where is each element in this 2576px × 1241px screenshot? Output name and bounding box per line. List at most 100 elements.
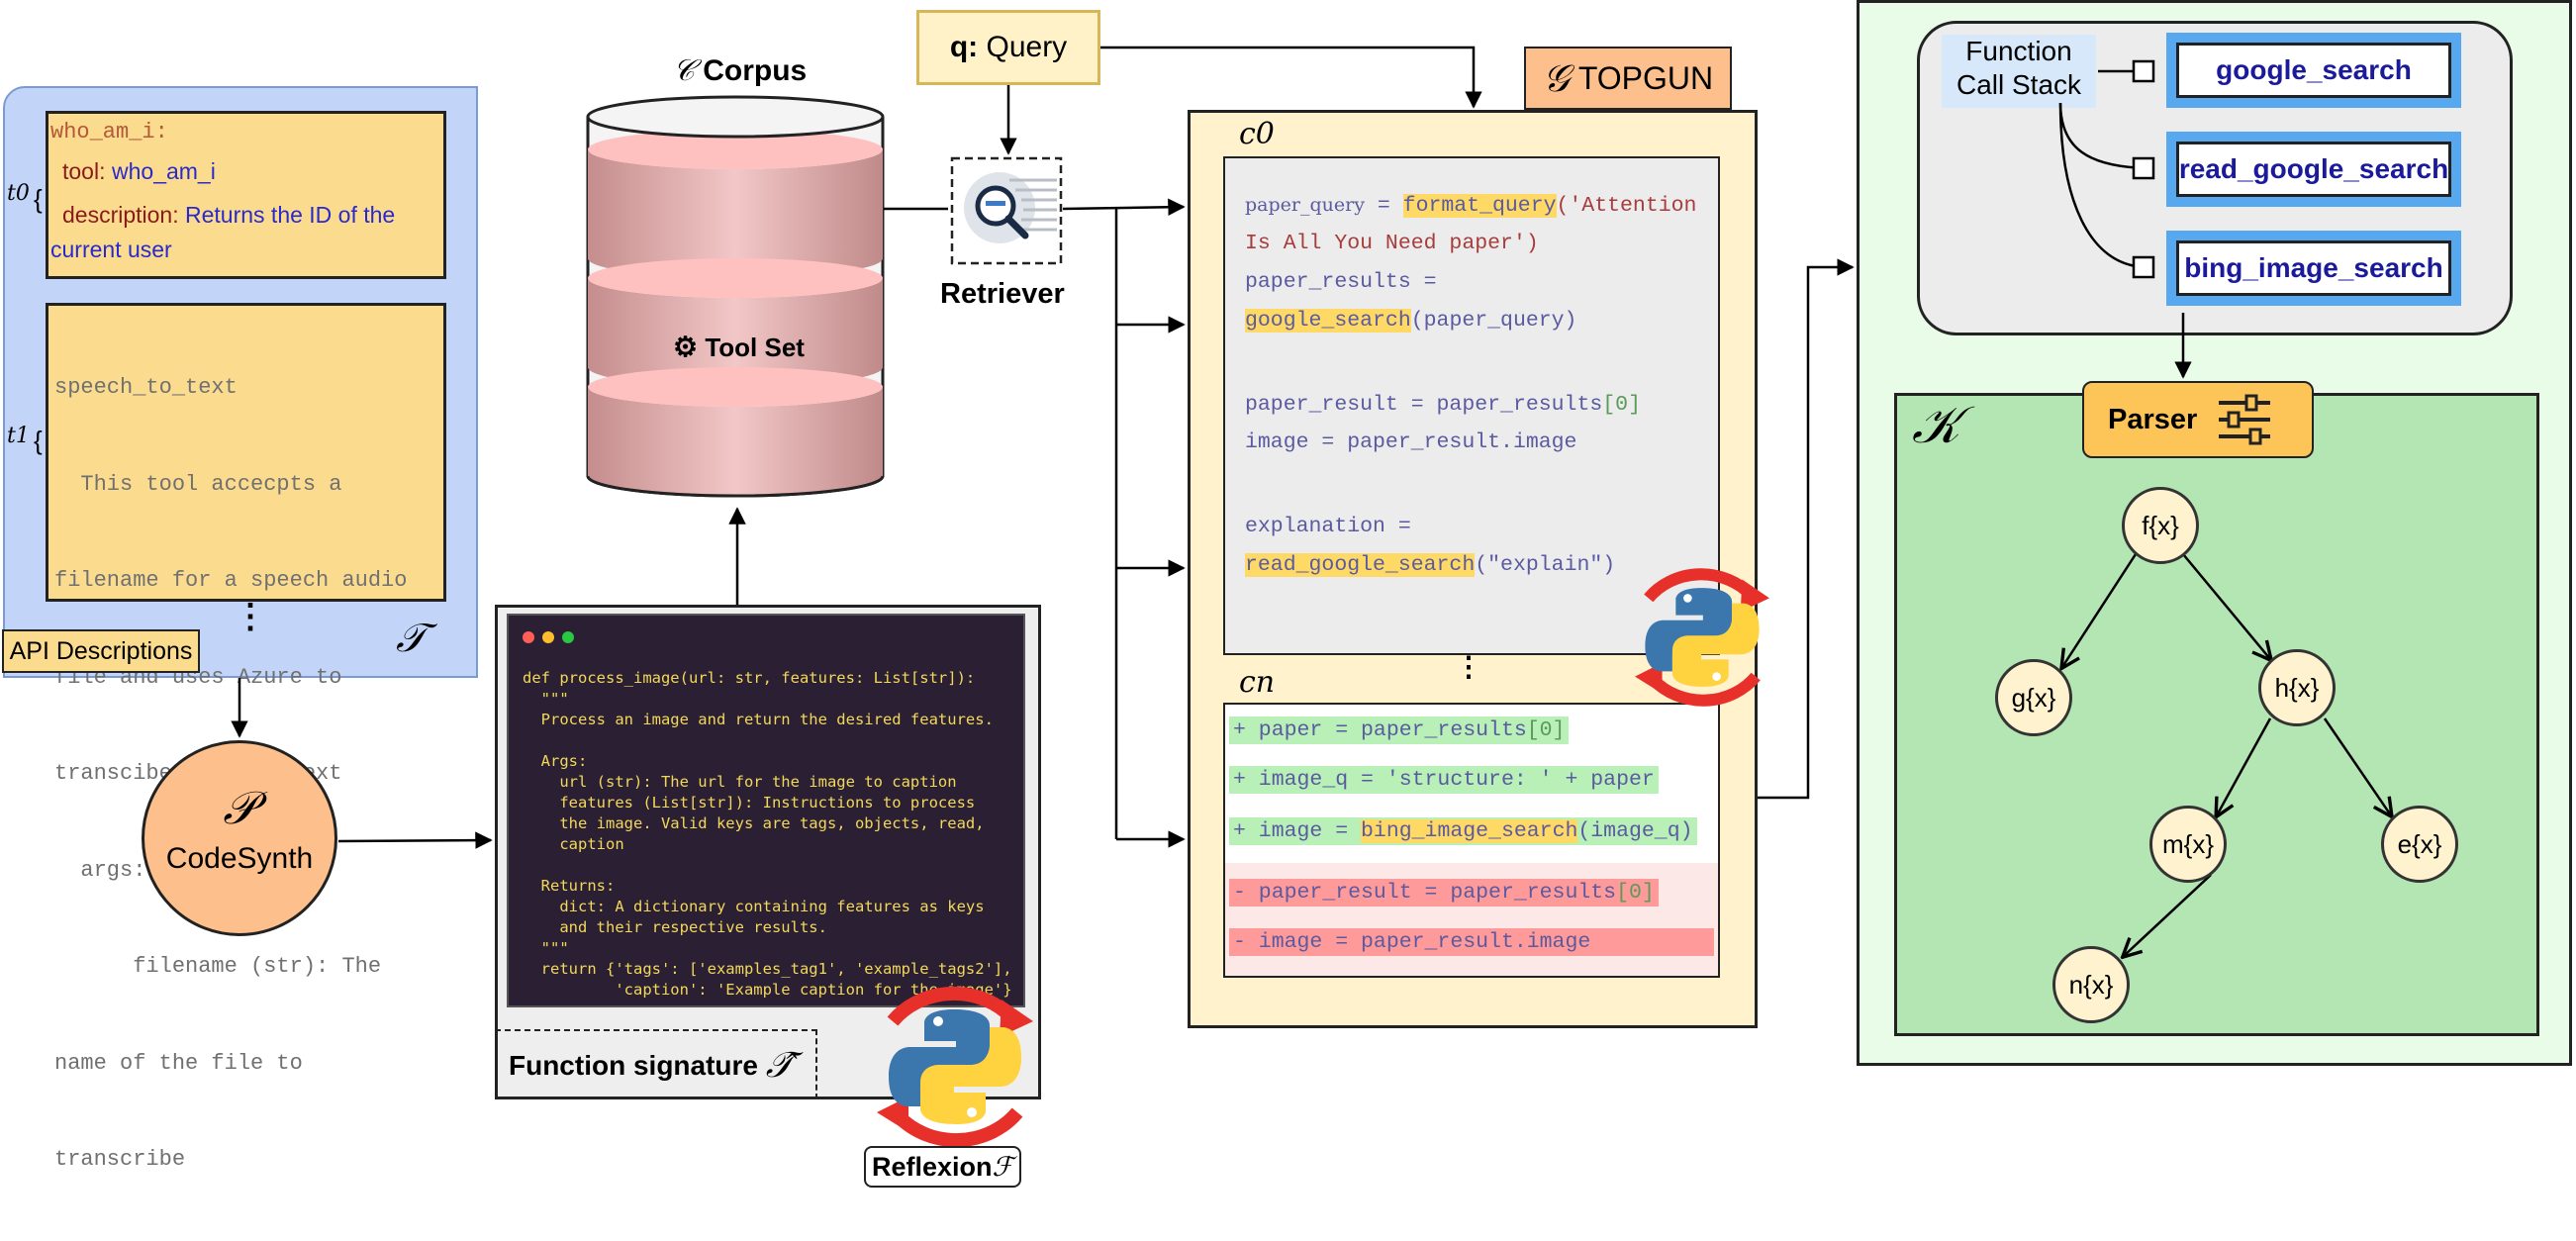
topgun-label: 𝒢 TOPGUN	[1524, 47, 1732, 110]
tree-node-n: n{x}	[2052, 946, 2130, 1023]
query-label: Query	[986, 31, 1068, 63]
retriever-icon	[950, 156, 1063, 265]
c0-l5-a: paper_result = paper_results	[1245, 393, 1603, 417]
c0-l5-b: [0]	[1602, 393, 1641, 417]
cn-diff-del-1: - paper_result = paper_results[0]	[1229, 879, 1659, 907]
topgun-text: TOPGUN	[1577, 59, 1714, 96]
stack-fn-read-google-search: read_google_search	[2166, 132, 2461, 207]
cn-d1-b: [0]	[1526, 718, 1566, 742]
corpus-title: 𝒞 Corpus	[673, 53, 807, 88]
c0-l1-eq: =	[1364, 194, 1403, 218]
api-card-desc-value-2: current user	[50, 237, 172, 262]
t1-label: t1	[7, 424, 30, 448]
stt-line: filename for a speech audio	[54, 568, 408, 593]
api-card-tool-key: tool:	[62, 158, 106, 184]
cn-diff-add-1: + paper = paper_results[0]	[1229, 716, 1570, 744]
reflexion-label: Reflexion ℱ	[864, 1146, 1021, 1188]
python-reflexion-icon	[877, 986, 1033, 1148]
c0-line-8: read_google_search("explain")	[1245, 553, 1615, 577]
stack-fn-google-search: google_search	[2166, 33, 2461, 108]
reflexion-symbol: ℱ	[992, 1151, 1013, 1183]
function-signature-label: Function signature 𝒯̂	[495, 1029, 817, 1099]
function-signature-code-window: def process_image(url: str, features: Li…	[507, 614, 1025, 1007]
python-reflexion-icon-topgun	[1635, 568, 1769, 707]
tree-node-g: g{x}	[1995, 659, 2072, 736]
c0-l1-var: paper_query	[1245, 194, 1365, 216]
sliders-icon	[2219, 394, 2271, 445]
window-close-dot	[523, 631, 534, 643]
cn-d3-fn: bing_image_search	[1361, 819, 1578, 843]
stt-line: transcribe	[54, 1147, 186, 1172]
tree-node-m: m{x}	[2149, 806, 2227, 883]
stt-line: args:	[54, 857, 146, 883]
cn-diff-add-3: + image = bing_image_search(image_q)	[1229, 817, 1697, 845]
codesynth-symbol: 𝒫	[223, 781, 256, 834]
retriever-label: Retriever	[940, 278, 1065, 310]
tree-node-h: h{x}	[2258, 649, 2336, 726]
c0-line-1: paper_query = format_query('Attention	[1245, 194, 1696, 218]
c0-line-3: paper_results =	[1245, 270, 1437, 294]
c0-line-5: paper_result = paper_results[0]	[1245, 393, 1641, 417]
tree-node-f: f{x}	[2122, 487, 2199, 564]
function-signature-text: Function signature	[509, 1049, 758, 1081]
c0-l8-fn: read_google_search	[1245, 553, 1476, 577]
api-symbol: 𝒯	[396, 616, 427, 661]
api-card-speech-to-text: speech_to_text This tool accecpts a file…	[46, 303, 446, 1172]
cn-d1-a: + paper = paper_results	[1233, 718, 1527, 742]
c0-l4-rest: (paper_query)	[1410, 309, 1577, 333]
codesynth-node: 𝒫 CodeSynth	[142, 740, 337, 936]
cn-d4-b: [0]	[1616, 881, 1655, 905]
c0-code-box: paper_query = format_query('Attention Is…	[1223, 156, 1720, 655]
api-card-desc-key: description:	[62, 202, 179, 228]
tree-node-e: e{x}	[2381, 806, 2458, 883]
function-signature-code: def process_image(url: str, features: Li…	[523, 669, 1012, 999]
stack-fn-bing-image-search: bing_image_search	[2166, 231, 2461, 306]
function-signature-symbol: 𝒯̂	[765, 1044, 794, 1086]
brace-left-0: {	[34, 184, 43, 214]
topgun-symbol: 𝒢	[1542, 55, 1570, 100]
api-card-name: who_am_i:	[50, 120, 168, 144]
parser-label: Parser	[2082, 381, 2314, 458]
cn-d3-b: (image_q)	[1577, 819, 1693, 843]
gears-icon: ⚙	[673, 332, 699, 362]
stt-line: filename (str): The	[54, 954, 382, 979]
toolset-group: ⚙ Tool Set	[673, 331, 805, 363]
toolset-label: Tool Set	[705, 333, 805, 362]
c0-l4-fn: google_search	[1245, 309, 1411, 333]
codesynth-label: CodeSynth	[165, 842, 314, 875]
stt-line: name of the file to	[54, 1050, 303, 1076]
c0-label: c0	[1239, 117, 1275, 151]
query-box: q: Query	[916, 10, 1100, 85]
stt-line: This tool accecpts a	[54, 471, 342, 497]
cn-diff-del-2: - image = paper_result.image	[1229, 928, 1714, 956]
k-symbol: 𝒦	[1912, 396, 1960, 455]
cn-diff-add-2: + image_q = 'structure: ' + paper	[1229, 766, 1659, 794]
c0-l1-fn: format_query	[1402, 194, 1557, 218]
c0-line-4: google_search(paper_query)	[1245, 309, 1576, 333]
window-maximize-dot	[562, 631, 574, 643]
query-key: q:	[949, 31, 979, 63]
c0-l1-str: ('Attention	[1556, 194, 1697, 218]
parser-text: Parser	[2108, 403, 2198, 435]
cn-d4-a: - paper_result = paper_results	[1233, 881, 1617, 905]
cn-label: cn	[1239, 665, 1276, 700]
api-card-who-am-i: who_am_i: tool: who_am_i description: Re…	[46, 111, 446, 279]
api-card-desc-value-1: Returns the ID of the	[185, 202, 396, 228]
window-minimize-dot	[542, 631, 554, 643]
brace-left-1: {	[34, 426, 43, 455]
function-call-stack-label: Function Call Stack	[1942, 35, 2096, 108]
t0-label: t0	[7, 181, 30, 206]
corpus-label: Corpus	[703, 54, 808, 87]
topgun-ellipsis: ⋮	[1455, 651, 1482, 682]
c0-l8-rest: ("explain")	[1475, 553, 1616, 577]
corpus-cylinder	[586, 95, 885, 498]
reflexion-text: Reflexion	[872, 1151, 993, 1182]
cn-code-box: + paper = paper_results[0] + image_q = '…	[1223, 703, 1720, 978]
corpus-symbol: 𝒞	[673, 53, 695, 88]
stt-line: speech_to_text	[54, 375, 238, 400]
api-ellipsis: ⋮	[234, 598, 267, 635]
c0-line-2: Is All You Need paper')	[1245, 232, 1539, 255]
cn-d3-a: + image =	[1233, 819, 1362, 843]
parser-area	[1894, 393, 2539, 1036]
c0-line-6: image = paper_result.image	[1245, 430, 1577, 454]
